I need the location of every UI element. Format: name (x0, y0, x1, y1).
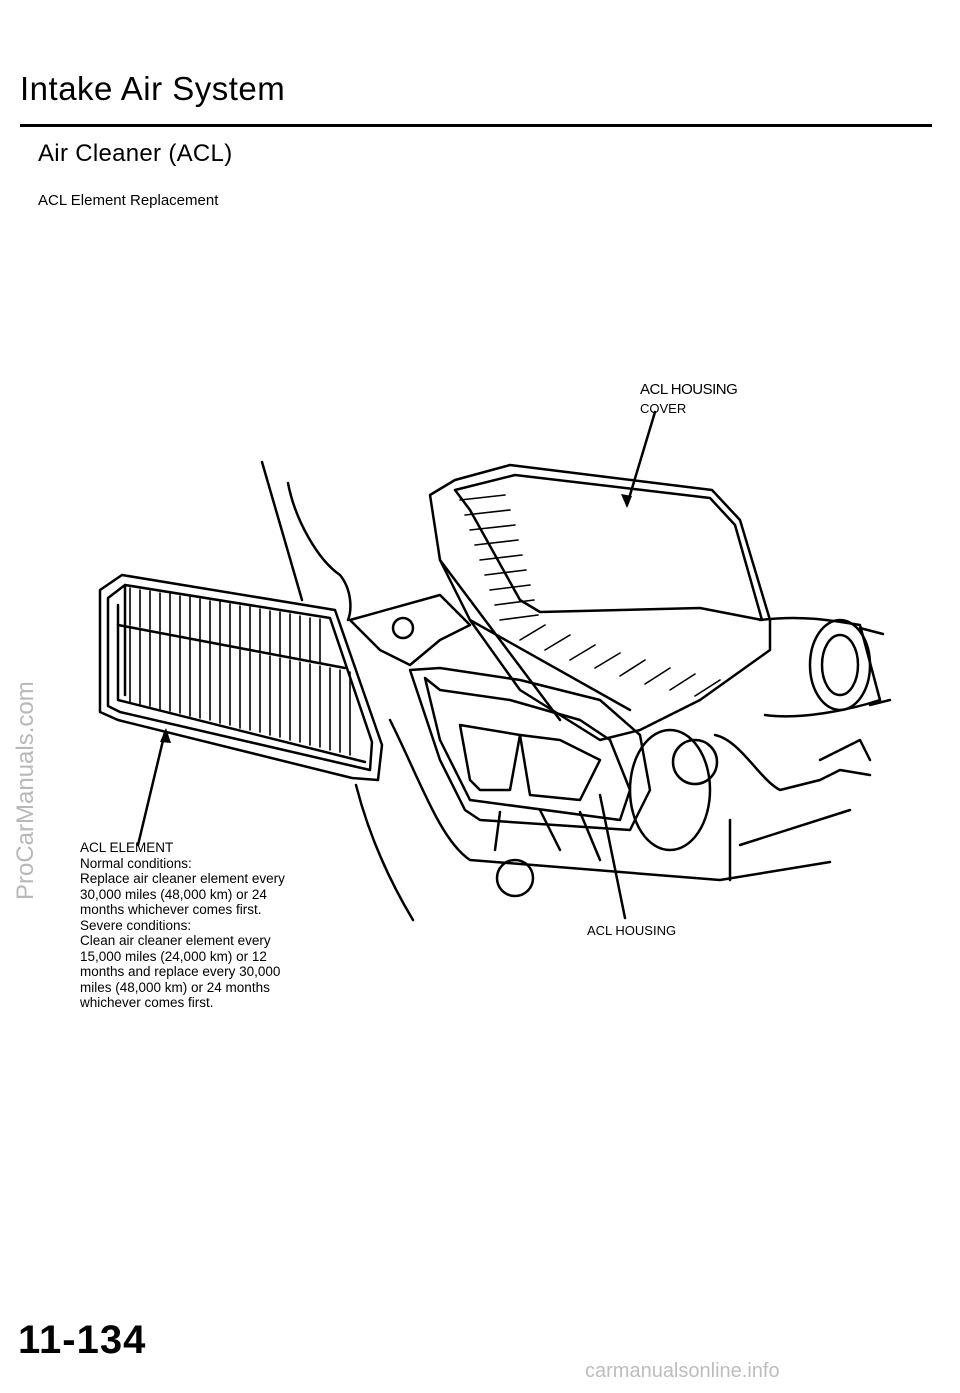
acl-element-callout: ACL ELEMENT Normal conditions: Replace a… (80, 840, 310, 1011)
callout-line: 30,000 miles (48,000 km) or 24 (80, 886, 267, 902)
acl-housing-label: ACL HOUSING (587, 923, 677, 938)
callout-line: Clean air cleaner element every (80, 933, 271, 948)
watermark-bottom: carmanualsonline.info (585, 1360, 780, 1382)
acl-housing-cover-label-line2: COVER (640, 401, 687, 416)
acl-element-title: ACL ELEMENT (80, 840, 174, 855)
callout-line: whichever comes first. (80, 995, 214, 1010)
title-rule (20, 124, 932, 127)
callout-line: 15,000 miles (24,000 km) or 12 (80, 948, 267, 964)
acl-element-filter (98, 573, 384, 782)
section-title: Air Cleaner (ACL) (38, 140, 233, 167)
callout-line: Replace air cleaner element every (80, 871, 285, 886)
callout-line: months whichever comes first. (80, 902, 262, 917)
acl-housing-cover (428, 463, 892, 742)
callout-line: Severe conditions: (80, 917, 192, 933)
acl-housing (348, 593, 872, 898)
page-number: 11-134 (18, 1318, 147, 1362)
subsection-title: ACL Element Replacement (38, 192, 219, 209)
acl-housing-cover-label: ACL HOUSING (640, 381, 738, 398)
callout-line: miles (48,000 km) or 24 months (80, 979, 270, 995)
page-title: Intake Air System (20, 70, 286, 107)
callout-line: Normal conditions: (80, 855, 192, 871)
watermark-left: ProCarManuals.com (12, 681, 39, 900)
callout-line: months and replace every 30,000 (80, 964, 281, 979)
